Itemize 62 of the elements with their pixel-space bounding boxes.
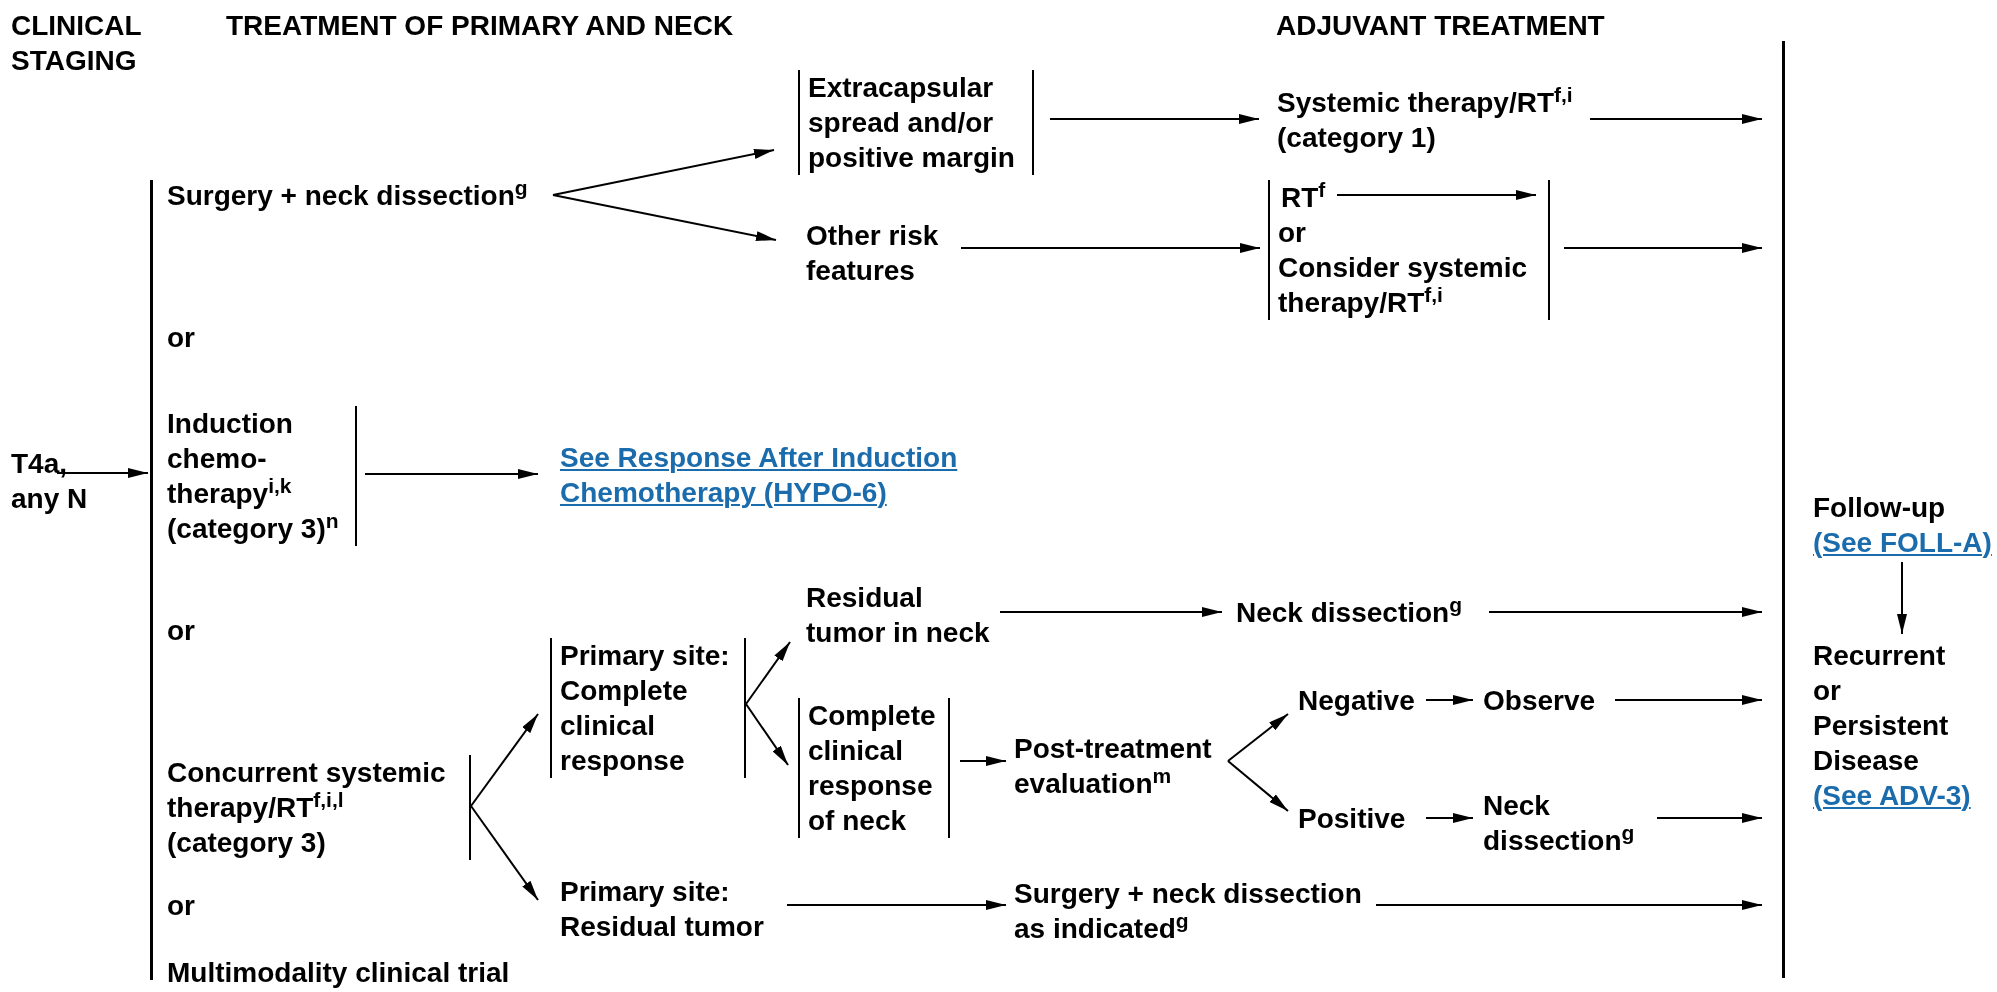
arrow (364, 469, 539, 479)
arrow (470, 805, 539, 901)
step-text: Surgery + neck dissection$^{g}$ (167, 178, 528, 213)
arrow (1227, 760, 1289, 812)
bracket-box (1268, 180, 1550, 320)
arrow (745, 703, 789, 766)
reference-link: See Response After Induction Chemotherapy (HYPO-6) (560, 441, 959, 510)
step-text: Negative (1298, 684, 1415, 718)
step-text: Primary site: Complete clinical response (560, 639, 731, 778)
arrow (1614, 695, 1763, 705)
arrow (56, 468, 149, 478)
option-text: or (167, 321, 195, 355)
step-text: Surgery + neck dissection as indicated$^{g}$ (1014, 877, 1363, 946)
reference-link: (See ADV-3) (1813, 779, 1971, 813)
step-text: T4a, any N (11, 447, 89, 516)
arrow (1375, 900, 1763, 910)
step-text: Observe (1483, 684, 1596, 718)
arrow (745, 641, 791, 705)
arrow (959, 756, 1007, 766)
arrow (1227, 713, 1289, 762)
arrow (1425, 813, 1474, 823)
bracket-line (1782, 41, 1785, 978)
step-text: Extracapsular spread and/or positive margin (808, 71, 1016, 175)
step-text: RT$^{f}$ (1281, 180, 1326, 215)
arrow (1049, 114, 1260, 124)
step-text: Systemic therapy/RT$^{f,i}$ (category 1) (1277, 85, 1574, 155)
arrow (1656, 813, 1763, 823)
bracket-line (150, 180, 153, 980)
arrow (552, 194, 777, 241)
reference-link: (See FOLL-A) (1813, 526, 1992, 560)
step-text: Follow-up (1813, 491, 1946, 525)
arrow (1563, 243, 1763, 253)
step-text: Post-treatment evaluation$^{m}$ (1014, 732, 1213, 801)
step-text: Induction chemo-therapy$^{i,k}$ (category 3)$^{n}$ (167, 407, 340, 546)
step-text: Consider systemic therapy/RT$^{f,i}$ (1278, 251, 1528, 320)
column-heading: ADJUVANT TREATMENT (1276, 9, 1605, 43)
bracket-box (798, 698, 950, 838)
arrow (786, 900, 1007, 910)
arrow (1897, 561, 1907, 635)
step-text: Complete clinical response of neck (808, 699, 937, 838)
option-text: Multimodality clinical trial (167, 956, 510, 990)
step-text: or (1278, 216, 1306, 250)
step-text: Other risk features (806, 219, 940, 288)
arrow (1425, 695, 1474, 705)
step-text: Positive (1298, 802, 1406, 836)
step-text: Recurrent or Persistent Disease (1813, 639, 1950, 778)
step-text: Residual tumor in neck (806, 581, 991, 650)
arrow (1589, 114, 1763, 124)
step-text: Neck dissection$^{g}$ (1236, 595, 1463, 630)
arrow (960, 243, 1261, 253)
step-text: Concurrent systemic therapy/RT$^{f,i,l}$ (category 3) (167, 756, 447, 860)
column-heading: TREATMENT OF PRIMARY AND NECK (226, 9, 734, 43)
column-heading: CLINICAL STAGING (11, 9, 143, 78)
arrow (999, 607, 1223, 617)
step-text: Neck dissection$^{g}$ (1483, 789, 1636, 858)
arrow (1488, 607, 1763, 617)
option-text: or (167, 889, 195, 923)
option-text: or (167, 614, 195, 648)
step-text: Primary site: Residual tumor (560, 875, 765, 944)
arrow (552, 149, 775, 196)
arrow (1336, 190, 1537, 200)
arrow (470, 713, 539, 807)
